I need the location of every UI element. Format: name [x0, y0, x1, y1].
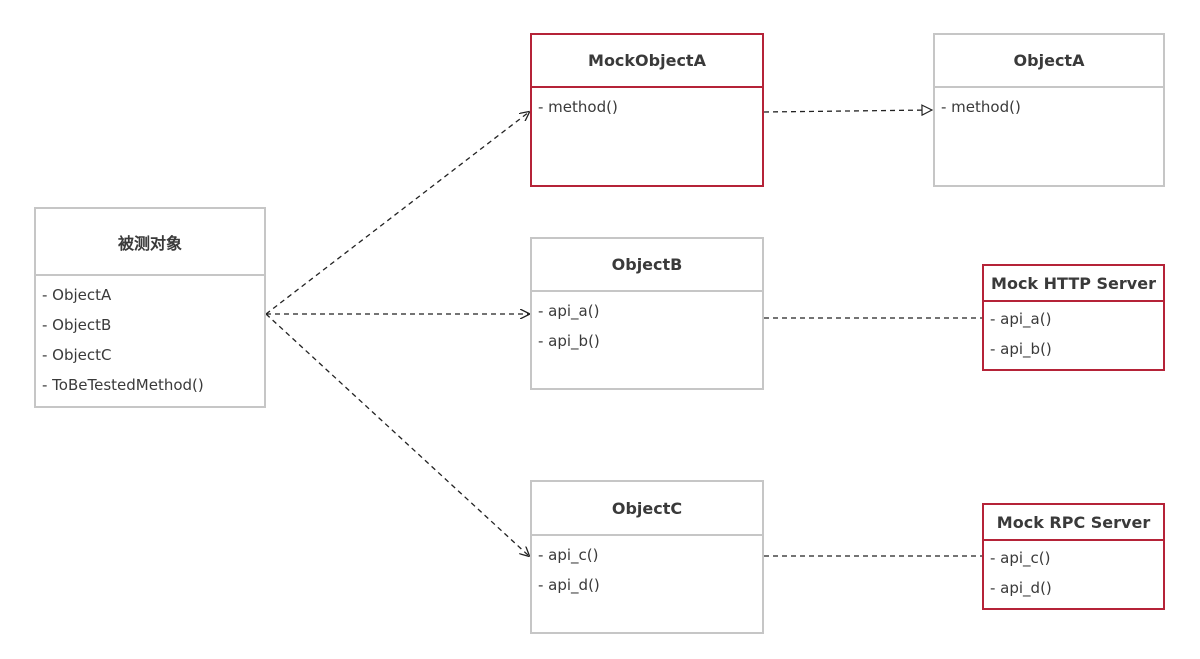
mock-rpc-server-member-api-c: - api_c() [990, 549, 1051, 567]
mock-http-server-member-api-a: - api_a() [990, 310, 1052, 328]
objecta-class-members: - method() [935, 88, 1163, 122]
subject-class-members: - ObjectA - ObjectB - ObjectC - ToBeTest… [36, 276, 264, 400]
objecta-class-title: ObjectA [935, 35, 1163, 88]
mock-http-server-class-members: - api_a() - api_b() [984, 302, 1163, 364]
subject-member-objectb: - ObjectB [42, 316, 112, 334]
subject-member-objectc: - ObjectC [42, 346, 112, 364]
subject-class-title: 被测对象 [36, 209, 264, 276]
objecta-member-method: - method() [941, 98, 1021, 116]
realization-mockobjecta-to-objecta [763, 110, 932, 112]
mock-rpc-server-class-members: - api_c() - api_d() [984, 541, 1163, 603]
objectc-member-api-d: - api_d() [538, 576, 600, 594]
objectc-class-box[interactable]: ObjectC - api_c() - api_d() [530, 480, 764, 634]
mockobjecta-class-members: - method() [532, 88, 762, 122]
mock-http-server-class-title: Mock HTTP Server [984, 266, 1163, 302]
mock-rpc-server-class-box[interactable]: Mock RPC Server - api_c() - api_d() [982, 503, 1165, 610]
objectb-member-api-b: - api_b() [538, 332, 600, 350]
mock-http-server-member-api-b: - api_b() [990, 340, 1052, 358]
mockobjecta-member-method: - method() [538, 98, 618, 116]
mock-rpc-server-class-title: Mock RPC Server [984, 505, 1163, 541]
subject-class-box[interactable]: 被测对象 - ObjectA - ObjectB - ObjectC - ToB… [34, 207, 266, 408]
mockobjecta-class-title: MockObjectA [532, 35, 762, 88]
subject-member-tobetestedmethod: - ToBeTestedMethod() [42, 376, 204, 394]
objectb-member-api-a: - api_a() [538, 302, 600, 320]
objectb-class-box[interactable]: ObjectB - api_a() - api_b() [530, 237, 764, 390]
mock-rpc-server-member-api-d: - api_d() [990, 579, 1052, 597]
objectb-class-title: ObjectB [532, 239, 762, 292]
subject-member-objecta: - ObjectA [42, 286, 112, 304]
mockobjecta-class-box[interactable]: MockObjectA - method() [530, 33, 764, 187]
objecta-class-box[interactable]: ObjectA - method() [933, 33, 1165, 187]
dependency-subject-to-objectc [265, 313, 529, 556]
objectc-member-api-c: - api_c() [538, 546, 599, 564]
objectb-class-members: - api_a() - api_b() [532, 292, 762, 356]
objectc-class-title: ObjectC [532, 482, 762, 536]
mock-http-server-class-box[interactable]: Mock HTTP Server - api_a() - api_b() [982, 264, 1165, 371]
dependency-subject-to-mockobjecta [265, 112, 529, 315]
objectc-class-members: - api_c() - api_d() [532, 536, 762, 600]
